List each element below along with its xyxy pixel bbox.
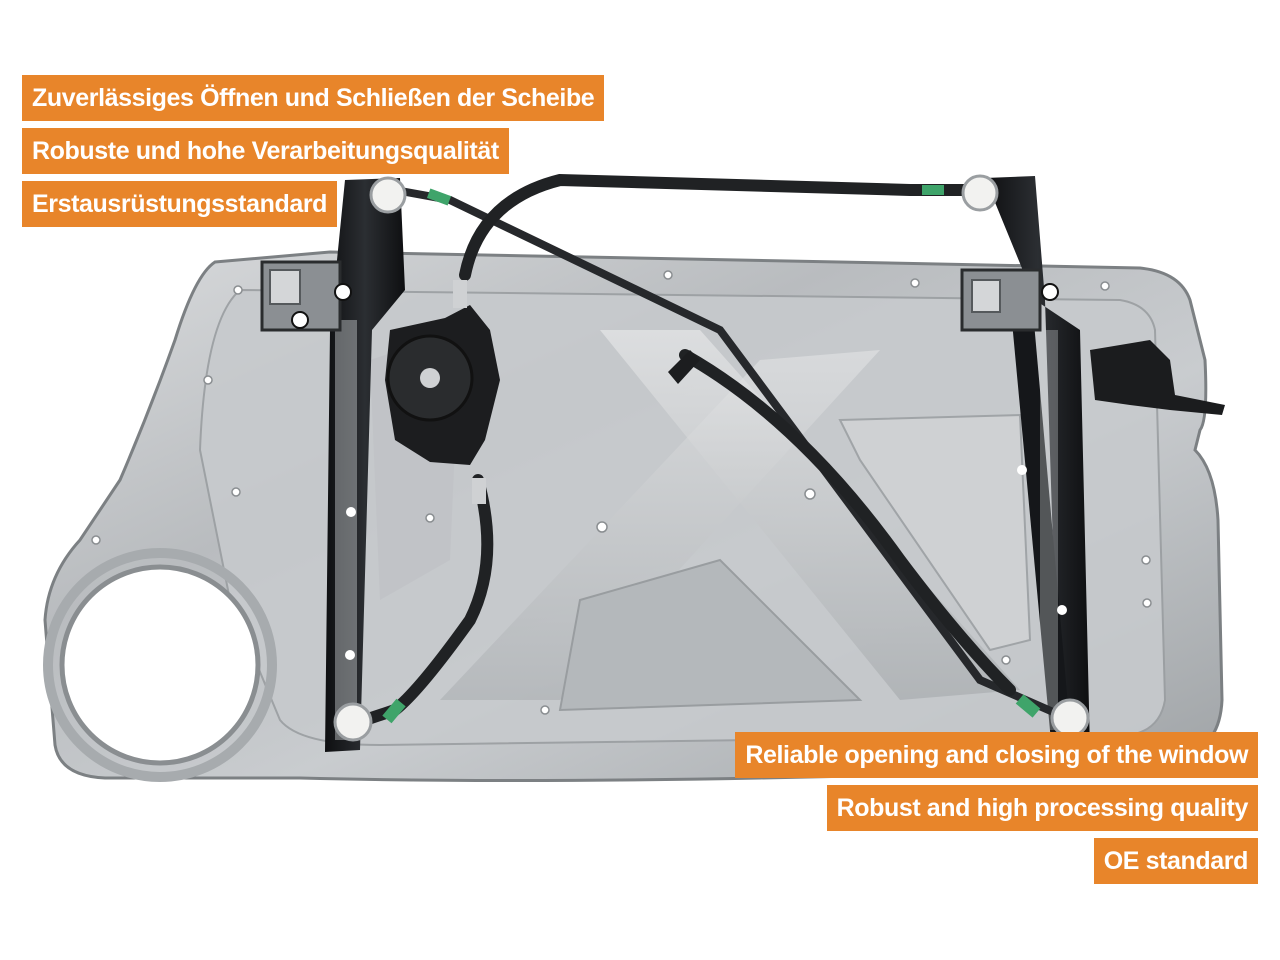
feature-label-de-1: Zuverlässiges Öffnen und Schließen der S… [22,75,605,121]
pulleys [333,174,1090,742]
regulator-drum [385,280,700,504]
feature-label-en-1: Reliable opening and closing of the wind… [735,732,1258,778]
cable-clips [382,185,1041,724]
feature-label-de-3: Erstausrüstungsstandard [22,181,338,227]
feature-label-en-3: OE standard [1093,838,1258,884]
english-feature-labels: Reliable opening and closing of the wind… [735,732,1258,884]
right-guide-rail [960,176,1090,760]
connector-bracket [1090,340,1225,415]
feature-label-de-2: Robuste und hohe Verarbeitungsqualität [22,128,509,174]
left-guide-rail [260,178,405,752]
german-feature-labels: Zuverlässiges Öffnen und Schließen der S… [22,75,605,227]
speaker-hole [59,564,261,766]
feature-label-en-2: Robust and high processing quality [826,785,1258,831]
